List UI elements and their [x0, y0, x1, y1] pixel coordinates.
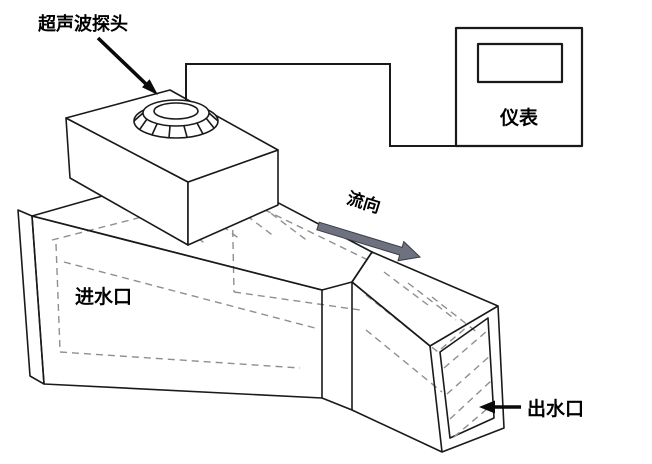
hidden-edges — [51, 193, 479, 393]
outlet-label: 出水口 — [527, 397, 584, 420]
flow-label: 流向 — [345, 188, 383, 217]
probe-pointer-arrowhead-icon — [142, 79, 158, 95]
bottom-edge — [321, 397, 353, 411]
outlet-face-outer — [441, 305, 505, 453]
sensor-ribs — [133, 112, 219, 139]
diverging-front-face — [351, 281, 443, 453]
probe-sensor-cap — [133, 99, 219, 139]
outlet-pointer-arrowhead-icon — [479, 400, 495, 414]
meter-box: 仪表 — [454, 26, 584, 148]
inlet-label: 进水口 — [75, 286, 132, 308]
outlet-hatch — [440, 325, 495, 438]
outlet-face-inner — [439, 317, 495, 439]
probe-label: 超声波探头 — [38, 13, 128, 34]
meter-display — [476, 42, 564, 84]
outlet-callout: 出水口 — [479, 397, 584, 420]
probe-callout: 超声波探头 — [38, 13, 158, 95]
probe-pointer-arrow — [96, 36, 148, 86]
inlet-wall-strip — [17, 209, 45, 385]
meter-label: 仪表 — [499, 106, 539, 129]
meter-cable — [185, 63, 456, 147]
flow-direction-arrow — [316, 221, 422, 262]
